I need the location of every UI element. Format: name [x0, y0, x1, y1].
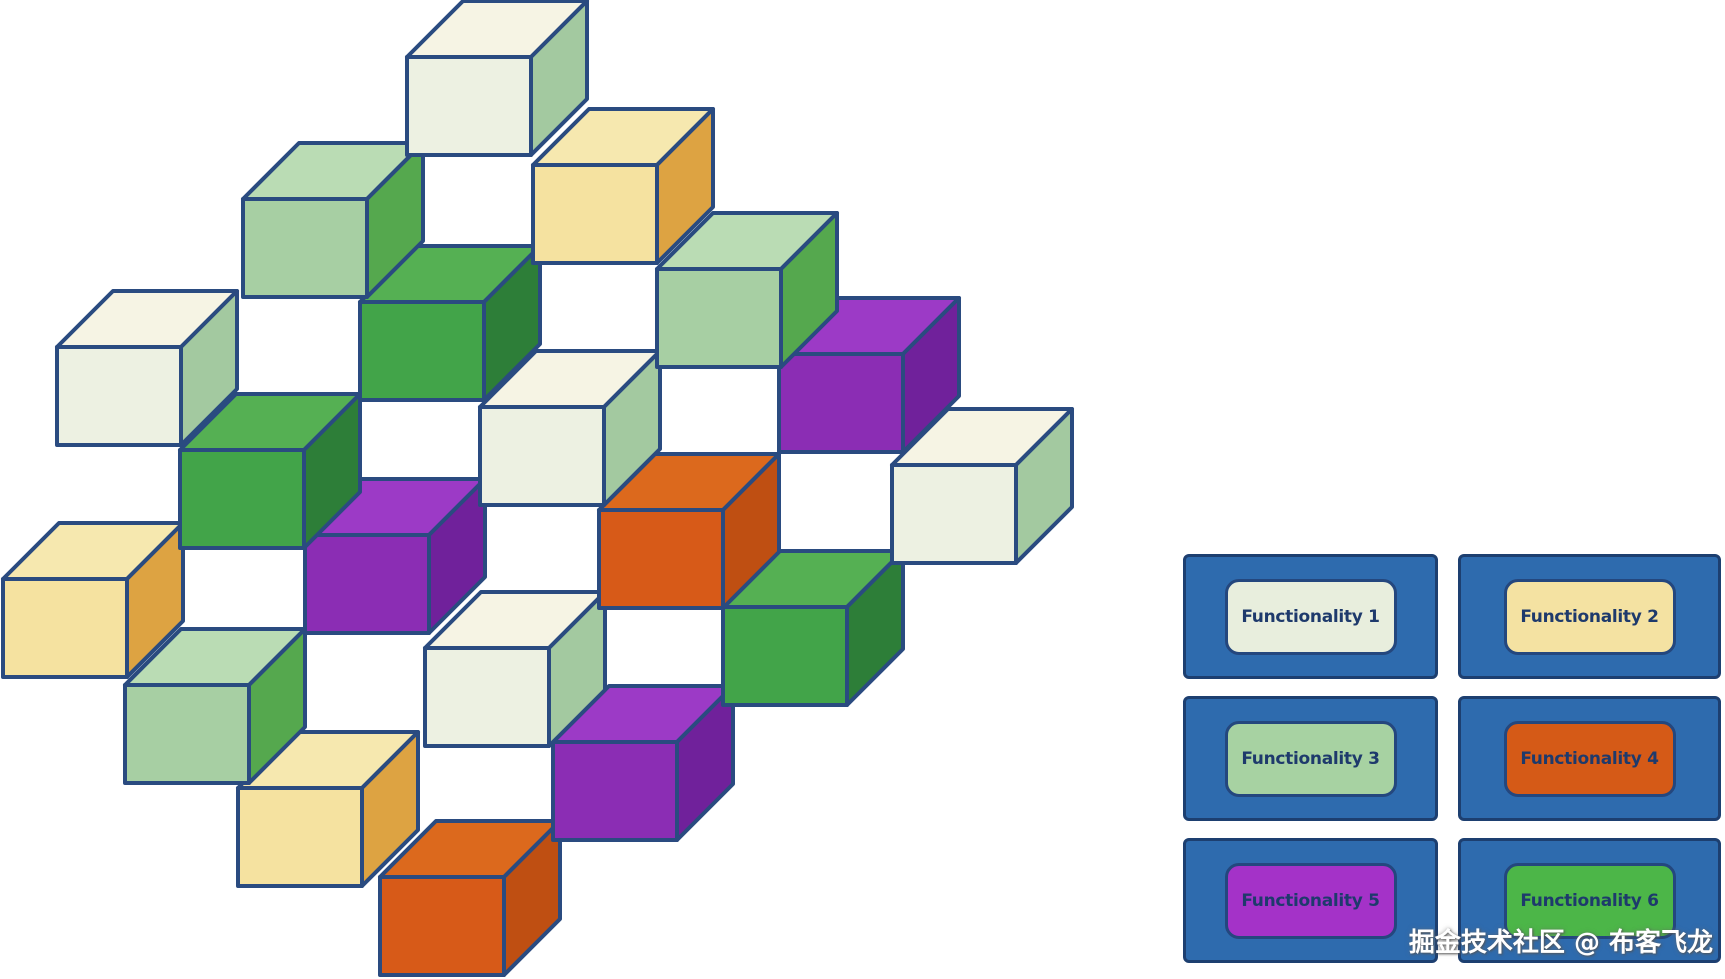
cube-f5-shelf3-pos5 [551, 684, 735, 842]
cube-front-face [423, 646, 551, 748]
legend-item-f2: Functionality 2 [1458, 554, 1721, 679]
legend-label-f5: Functionality 5 [1241, 890, 1380, 911]
cube-f6-shelf3-pos2 [178, 392, 362, 550]
cube-f2-shelf1-pos2 [531, 107, 715, 265]
legend-label-f3: Functionality 3 [1241, 748, 1380, 769]
legend-swatch-f5: Functionality 5 [1224, 862, 1397, 939]
cube-front-face [1, 577, 129, 679]
cube-f1-shelf2-pos3 [478, 349, 662, 507]
cube-front-face [551, 740, 679, 842]
legend-label-f2: Functionality 2 [1520, 606, 1659, 627]
cube-f4-shelf4-pos5 [378, 819, 562, 977]
legend-item-f4: Functionality 4 [1458, 696, 1721, 821]
cube-front-face [655, 267, 783, 369]
cube-front-face [721, 605, 849, 707]
cube-front-face [378, 875, 506, 977]
legend-label-f4: Functionality 4 [1520, 748, 1659, 769]
cube-front-face [241, 197, 369, 299]
watermark: 掘金技术社区 @ 布客飞龙 [1408, 928, 1713, 958]
cube-f3-shelf2-pos1 [241, 141, 425, 299]
cube-front-face [55, 345, 183, 447]
cube-f3-shelf1-pos3 [655, 211, 839, 369]
cube-front-face [597, 508, 725, 610]
cube-f6-shelf2-pos5 [721, 549, 905, 707]
cube-front-face [303, 533, 431, 635]
legend-item-f5: Functionality 5 [1183, 838, 1438, 963]
legend-swatch-f2: Functionality 2 [1503, 578, 1676, 655]
legend-item-f6: Functionality 6 [1458, 838, 1721, 963]
legend-swatch-f6: Functionality 6 [1503, 862, 1676, 939]
cube-front-face [178, 448, 306, 550]
cube-front-face [123, 683, 251, 785]
cube-front-face [531, 163, 659, 265]
cube-front-face [405, 55, 533, 157]
legend-label-f6: Functionality 6 [1520, 890, 1659, 911]
legend-item-f3: Functionality 3 [1183, 696, 1438, 821]
legend-swatch-f1: Functionality 1 [1224, 578, 1397, 655]
cube-f5-shelf1-pos4 [777, 296, 961, 454]
cube-front-face [890, 463, 1018, 565]
functionality-legend: Functionality 1 Functionality 2 Function… [1183, 554, 1721, 963]
cube-f1-shelf3-pos1 [55, 289, 239, 447]
cube-front-face [478, 405, 606, 507]
cube-f1-shelf1-pos1 [405, 0, 589, 157]
cube-front-face [777, 352, 905, 454]
cube-f1-shelf1-pos5 [890, 407, 1074, 565]
legend-swatch-f3: Functionality 3 [1224, 720, 1397, 797]
cube-f3-shelf4-pos3 [123, 627, 307, 785]
cube-front-face [236, 786, 364, 888]
legend-label-f1: Functionality 1 [1241, 606, 1380, 627]
cube-f2-shelf4-pos2 [1, 521, 185, 679]
legend-item-f1: Functionality 1 [1183, 554, 1438, 679]
legend-swatch-f4: Functionality 4 [1503, 720, 1676, 797]
cube-front-face [358, 300, 486, 402]
cubes-diagram [1, 0, 1074, 977]
